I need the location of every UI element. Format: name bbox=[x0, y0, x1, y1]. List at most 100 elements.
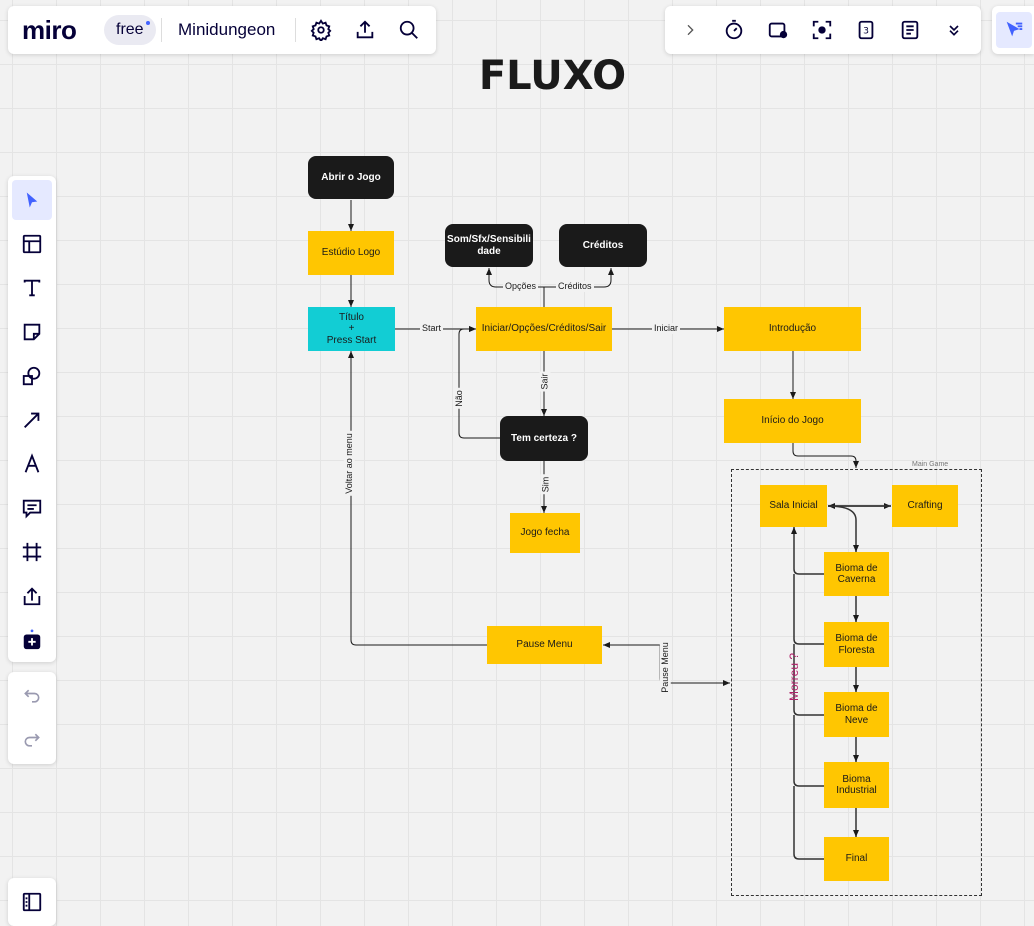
collaboration-bar: 3 bbox=[665, 6, 981, 54]
settings-button[interactable] bbox=[305, 14, 337, 46]
edge-label-pause-menu[interactable]: Pause Menu bbox=[659, 640, 671, 695]
pen-icon bbox=[24, 453, 40, 473]
edge-label-creditos[interactable]: Créditos bbox=[556, 281, 594, 292]
edge-menu-som bbox=[486, 268, 545, 307]
edge-label-start[interactable]: Start bbox=[420, 323, 444, 334]
frame-title[interactable]: Main Game bbox=[912, 461, 949, 468]
node-crafting[interactable]: Crafting bbox=[892, 485, 958, 527]
undo-redo-panel bbox=[8, 672, 56, 764]
undo-icon bbox=[24, 689, 40, 703]
edge-industrial-back bbox=[793, 715, 824, 787]
edge-label-sim[interactable]: Sim bbox=[540, 474, 552, 495]
main-game-frame[interactable] bbox=[731, 469, 982, 896]
edge-sala-caverna bbox=[827, 505, 859, 552]
focus-icon bbox=[812, 20, 832, 40]
pen-tool[interactable] bbox=[12, 444, 52, 484]
node-inicio-do-jogo[interactable]: Início do Jogo bbox=[724, 399, 861, 443]
timer-button[interactable] bbox=[718, 14, 750, 46]
chevron-right-icon bbox=[687, 24, 694, 36]
node-pause-menu[interactable]: Pause Menu bbox=[487, 626, 602, 664]
cursor-filter-button[interactable] bbox=[996, 12, 1032, 48]
upload-icon bbox=[23, 587, 41, 606]
search-button[interactable] bbox=[393, 14, 425, 46]
node-bioma-caverna[interactable]: Bioma de Caverna bbox=[824, 552, 889, 596]
node-creditos[interactable]: Créditos bbox=[559, 224, 647, 267]
node-bioma-neve[interactable]: Bioma de Neve bbox=[824, 692, 889, 737]
cursor-filter-icon bbox=[1006, 21, 1023, 37]
undo-button[interactable] bbox=[12, 676, 52, 716]
arrow-line-icon bbox=[24, 412, 40, 428]
gear-icon bbox=[310, 19, 332, 41]
more-apps-tool[interactable] bbox=[12, 620, 52, 660]
node-som-sfx[interactable]: Som/Sfx/Sensibili dade bbox=[445, 224, 533, 267]
cursor-panel bbox=[992, 6, 1034, 54]
upload-tool[interactable] bbox=[12, 576, 52, 616]
sticky-note-icon bbox=[23, 323, 41, 341]
frame-icon bbox=[22, 542, 42, 562]
shapes-icon bbox=[22, 366, 41, 386]
board-panel-toggle[interactable] bbox=[8, 878, 56, 926]
text-tool[interactable] bbox=[12, 268, 52, 308]
edge-label-voltar-ao-menu[interactable]: Voltar ao menu bbox=[343, 431, 355, 496]
node-bioma-floresta[interactable]: Bioma de Floresta bbox=[824, 622, 889, 667]
edge-label-nao[interactable]: Não bbox=[453, 388, 465, 409]
edge-morreu-sala bbox=[791, 527, 824, 575]
redo-icon bbox=[24, 733, 40, 747]
node-final[interactable]: Final bbox=[824, 837, 889, 881]
node-bioma-industrial[interactable]: Bioma Industrial bbox=[824, 762, 889, 808]
select-icon bbox=[26, 192, 38, 208]
node-tem-certeza[interactable]: Tem certeza ? bbox=[500, 416, 588, 461]
counter-3-icon: 3 bbox=[858, 20, 874, 40]
node-titulo[interactable]: Título + Press Start bbox=[308, 307, 395, 351]
video-button[interactable] bbox=[762, 14, 794, 46]
edge-pause-titulo bbox=[348, 351, 487, 646]
comment-tool[interactable] bbox=[12, 488, 52, 528]
divider bbox=[295, 18, 296, 42]
node-main-menu[interactable]: Iniciar/Opções/Créditos/Sair bbox=[476, 307, 612, 351]
notes-button[interactable] bbox=[894, 14, 926, 46]
plan-dot-icon bbox=[145, 21, 150, 25]
expand-button[interactable] bbox=[674, 14, 706, 46]
shapes-tool[interactable] bbox=[12, 356, 52, 396]
more-button[interactable] bbox=[938, 14, 970, 46]
focus-button[interactable] bbox=[806, 14, 838, 46]
edge-label-morreu[interactable]: Morreu ? bbox=[787, 652, 802, 702]
redo-button[interactable] bbox=[12, 720, 52, 760]
text-icon bbox=[23, 279, 41, 297]
line-tool[interactable] bbox=[12, 400, 52, 440]
node-sala-inicial[interactable]: Sala Inicial bbox=[760, 485, 827, 527]
left-toolbar bbox=[8, 176, 56, 662]
edge-certeza-menu bbox=[458, 326, 500, 439]
plan-badge[interactable]: free bbox=[104, 15, 156, 45]
edge-final-back bbox=[793, 786, 824, 860]
share-button[interactable] bbox=[349, 14, 381, 46]
board-title[interactable]: FLUXO bbox=[478, 53, 627, 99]
chevrons-down-icon bbox=[949, 25, 959, 36]
counter-button[interactable]: 3 bbox=[850, 14, 882, 46]
frame-tool[interactable] bbox=[12, 532, 52, 572]
notes-icon bbox=[901, 20, 919, 40]
search-icon bbox=[399, 20, 418, 39]
node-estudio-logo[interactable]: Estúdio Logo bbox=[308, 231, 394, 275]
board-name[interactable]: Minidungeon bbox=[178, 20, 276, 39]
top-bar: miro free Minidungeon bbox=[8, 6, 436, 54]
board-panel-button[interactable] bbox=[12, 882, 52, 922]
templates-tool[interactable] bbox=[12, 224, 52, 264]
templates-icon bbox=[22, 234, 42, 254]
plan-badge-label: free bbox=[116, 21, 144, 38]
upload-icon bbox=[356, 20, 374, 39]
miro-logo[interactable]: miro bbox=[22, 15, 77, 45]
node-abrir-o-jogo[interactable]: Abrir o Jogo bbox=[308, 156, 394, 199]
node-introducao[interactable]: Introdução bbox=[724, 307, 861, 351]
board-panel-icon bbox=[22, 892, 42, 912]
comment-icon bbox=[22, 499, 42, 519]
select-tool[interactable] bbox=[12, 180, 52, 220]
node-jogo-fecha[interactable]: Jogo fecha bbox=[510, 513, 580, 553]
sticky-note-tool[interactable] bbox=[12, 312, 52, 352]
edge-label-iniciar[interactable]: Iniciar bbox=[652, 323, 681, 334]
edge-label-sair[interactable]: Sair bbox=[539, 371, 551, 392]
edge-label-opcoes[interactable]: Opções bbox=[503, 281, 539, 292]
divider bbox=[161, 18, 162, 42]
video-icon bbox=[768, 22, 788, 39]
